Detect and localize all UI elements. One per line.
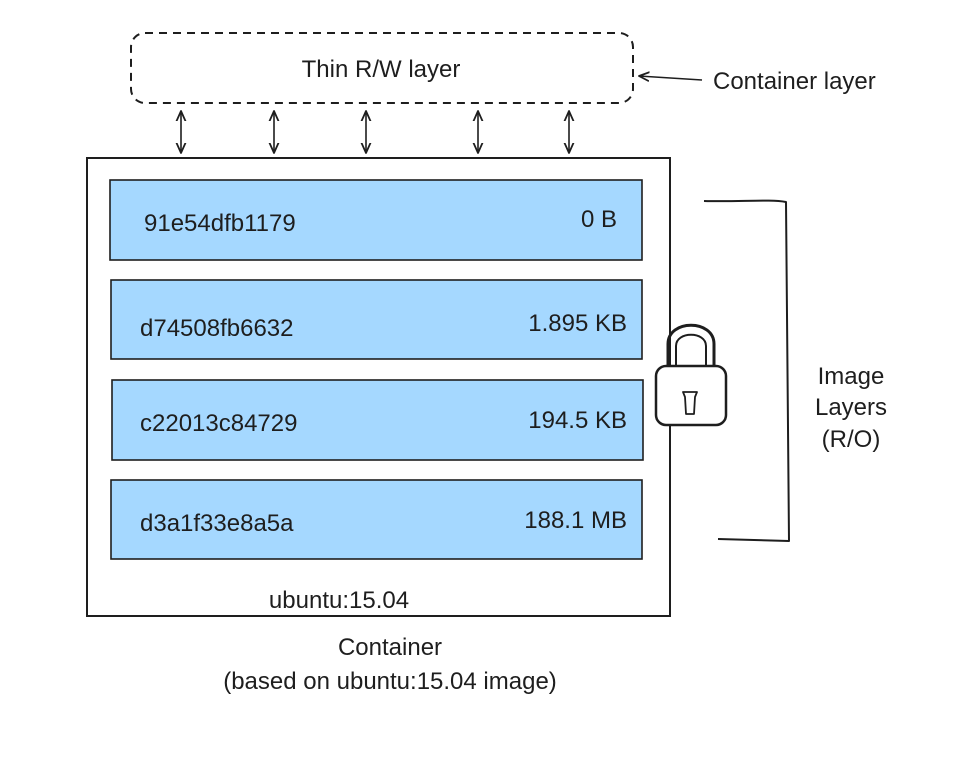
thin-rw-layer-label: Thin R/W layer xyxy=(302,56,461,83)
container-caption-title: Container xyxy=(338,634,442,661)
image-name-label: ubuntu:15.04 xyxy=(269,587,409,614)
image-layer: c22013c84729 194.5 KB xyxy=(111,379,644,461)
rw-access-arrows xyxy=(181,111,569,153)
container-caption-subtitle: (based on ubuntu:15.04 image) xyxy=(223,668,557,695)
image-layer-id: d3a1f33e8a5a xyxy=(140,510,294,537)
image-layer: d3a1f33e8a5a 188.1 MB xyxy=(110,479,643,560)
container-layer-label: Container layer xyxy=(713,68,876,95)
image-layers-label-line: (R/O) xyxy=(822,426,881,453)
image-layer-size: 0 B xyxy=(581,206,617,233)
image-layers-bracket xyxy=(703,199,790,542)
image-layer-box xyxy=(109,179,643,261)
image-layer-id: c22013c84729 xyxy=(140,410,297,437)
image-layer-size: 188.1 MB xyxy=(524,507,627,534)
image-layer-box xyxy=(110,479,643,560)
image-layer-size: 194.5 KB xyxy=(528,407,627,434)
image-layers-label-line: Image xyxy=(818,363,885,390)
image-layer-size: 1.895 KB xyxy=(528,310,627,337)
image-layer: d74508fb6632 1.895 KB xyxy=(110,279,643,360)
image-layer-id: 91e54dfb1179 xyxy=(144,210,296,237)
image-layer: 91e54dfb1179 0 B xyxy=(109,179,643,261)
container-layer-arrow xyxy=(639,76,703,80)
image-layers-label-line: Layers xyxy=(815,394,887,421)
image-layer-id: d74508fb6632 xyxy=(140,315,294,342)
padlock-icon xyxy=(654,323,728,427)
container-layer-annotation: Container layer xyxy=(639,68,876,95)
thin-rw-layer: Thin R/W layer xyxy=(130,32,634,104)
image-layer-box xyxy=(110,279,643,360)
image-layers-label: Image Layers (R/O) xyxy=(815,363,887,453)
image-layer-box xyxy=(111,379,644,461)
